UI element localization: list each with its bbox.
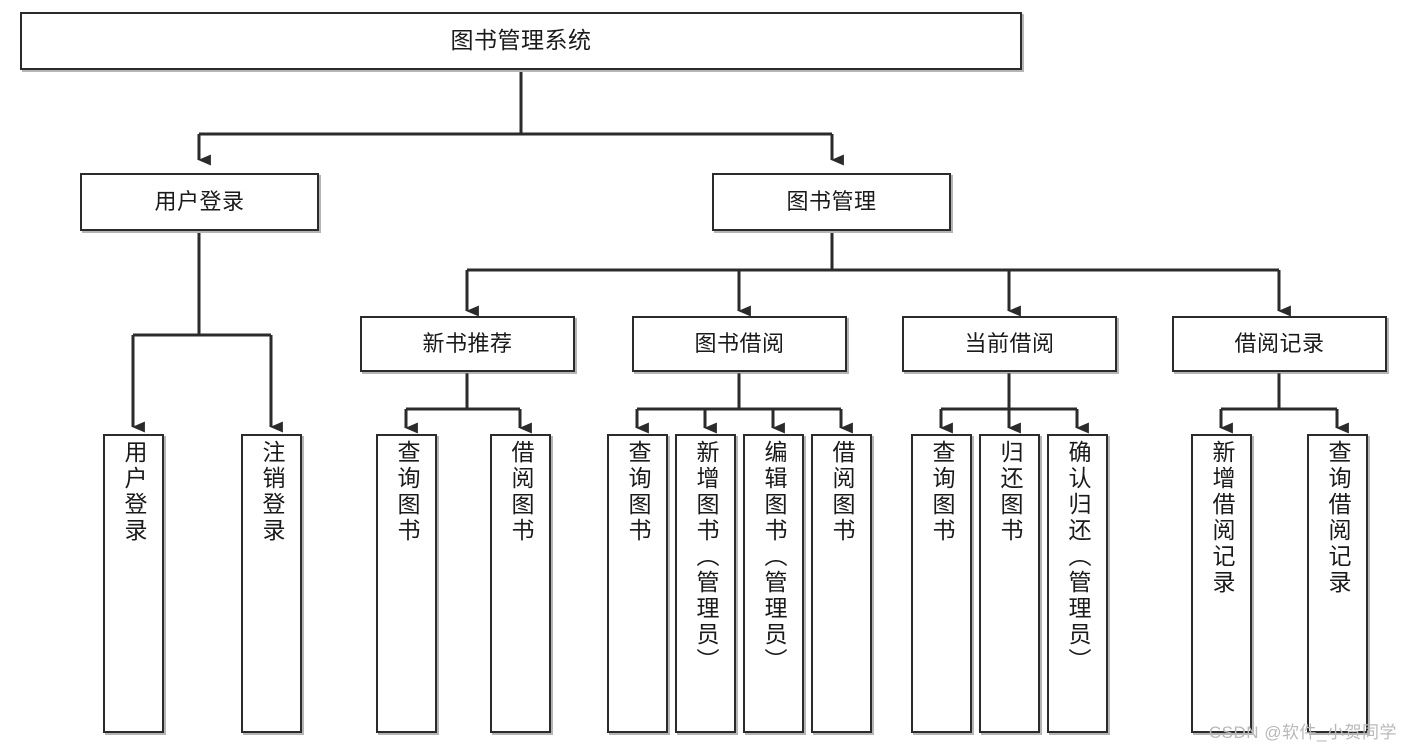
node-label: 注销登录	[259, 440, 285, 544]
node-label: 图书借阅	[694, 330, 785, 356]
node-label: 查询图书	[929, 440, 955, 544]
watermark-text: CSDN @软件_小贺同学	[1208, 723, 1397, 742]
leaf-logout-login[interactable]: 注销登录	[241, 434, 302, 733]
node-new-book-recommend[interactable]: 新书推荐	[360, 316, 575, 372]
node-label: 查询借阅记录	[1325, 440, 1351, 596]
node-book-management[interactable]: 图书管理	[712, 173, 951, 231]
leaf-borrow-book[interactable]: 借阅图书	[811, 434, 872, 733]
leaf-query-borrow-record[interactable]: 查询借阅记录	[1307, 434, 1368, 733]
leaf-query-book-current[interactable]: 查询图书	[911, 434, 972, 733]
node-user-login[interactable]: 用户登录	[80, 173, 319, 231]
leaf-user-login[interactable]: 用户登录	[103, 434, 164, 733]
node-label: 新书推荐	[422, 330, 513, 356]
node-label: 用户登录	[154, 188, 245, 214]
node-label: 编辑图书（管理员）	[761, 440, 787, 674]
node-borrow-record[interactable]: 借阅记录	[1172, 316, 1387, 372]
leaf-edit-book-admin[interactable]: 编辑图书（管理员）	[743, 434, 804, 733]
node-label: 用户登录	[121, 440, 147, 544]
node-root-system[interactable]: 图书管理系统	[20, 12, 1022, 70]
node-label: 借阅图书	[508, 440, 534, 544]
node-label: 当前借阅	[964, 330, 1055, 356]
node-label: 归还图书	[997, 440, 1023, 544]
node-label: 借阅记录	[1234, 330, 1325, 356]
leaf-add-book-admin[interactable]: 新增图书（管理员）	[675, 434, 736, 733]
leaf-query-book-recommend[interactable]: 查询图书	[376, 434, 437, 733]
node-current-borrow[interactable]: 当前借阅	[902, 316, 1117, 372]
node-label: 图书管理	[786, 188, 877, 214]
leaf-return-book[interactable]: 归还图书	[979, 434, 1040, 733]
leaf-query-book-borrow[interactable]: 查询图书	[607, 434, 668, 733]
node-book-borrow[interactable]: 图书借阅	[632, 316, 847, 372]
node-label: 确认归还（管理员）	[1065, 440, 1091, 674]
node-label: 借阅图书	[829, 440, 855, 544]
node-label: 查询图书	[394, 440, 420, 544]
node-label: 新增图书（管理员）	[693, 440, 719, 674]
leaf-borrow-book-recommend[interactable]: 借阅图书	[490, 434, 551, 733]
leaf-confirm-return-admin[interactable]: 确认归还（管理员）	[1047, 434, 1108, 733]
node-label: 查询图书	[625, 440, 651, 544]
node-label: 新增借阅记录	[1209, 440, 1235, 596]
leaf-add-borrow-record[interactable]: 新增借阅记录	[1191, 434, 1252, 733]
node-label: 图书管理系统	[450, 27, 592, 54]
